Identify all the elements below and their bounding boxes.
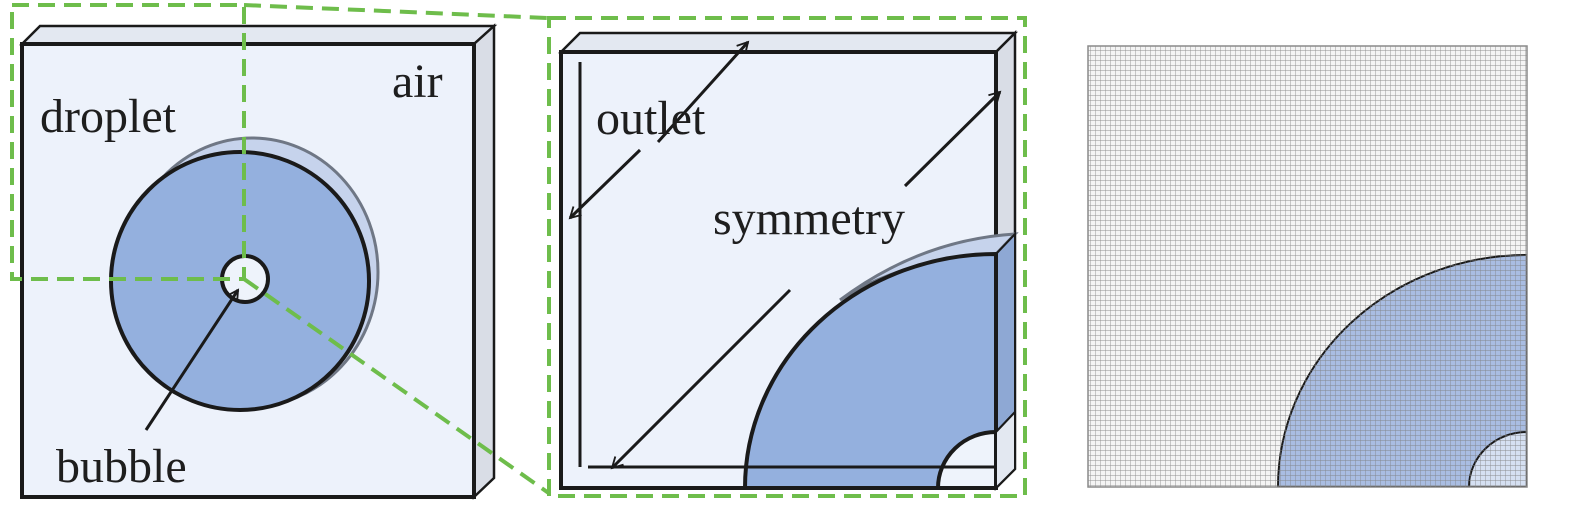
panel-full-domain: air droplet bubble	[18, 23, 498, 500]
outlet-arrow-icon	[656, 40, 750, 144]
box-side-face	[472, 23, 496, 500]
quarter-box-top-face	[557, 31, 1019, 54]
outlet-label: outlet	[596, 92, 706, 145]
air-label: air	[392, 55, 443, 108]
mesh-border	[1087, 45, 1528, 488]
zoom-guide-top	[243, 3, 549, 20]
outlet-arrow-icon-2	[568, 148, 642, 220]
zoom-guide-bottom	[242, 277, 552, 496]
symmetry-arrow-icon	[903, 90, 1002, 188]
symmetry-arrow-icon-2	[610, 288, 792, 470]
zoom-frame	[547, 16, 1027, 498]
symmetry-label: symmetry	[713, 192, 905, 245]
droplet-label: droplet	[40, 90, 177, 143]
panel-mesh	[1087, 45, 1528, 488]
quarter-guide-lines	[10, 3, 1027, 498]
mesh-grid	[1088, 46, 1527, 487]
quarter-droplet	[742, 251, 998, 490]
bubble-label: bubble	[56, 440, 187, 493]
panel-quarter-domain: outlet symmetry	[557, 29, 1019, 492]
quarter-droplet-side	[995, 231, 1016, 435]
bubble-arrow-icon	[144, 288, 240, 431]
quarter-bubble-side	[995, 409, 1016, 491]
quarter-bubble	[935, 429, 998, 490]
box-top-face	[18, 24, 498, 46]
